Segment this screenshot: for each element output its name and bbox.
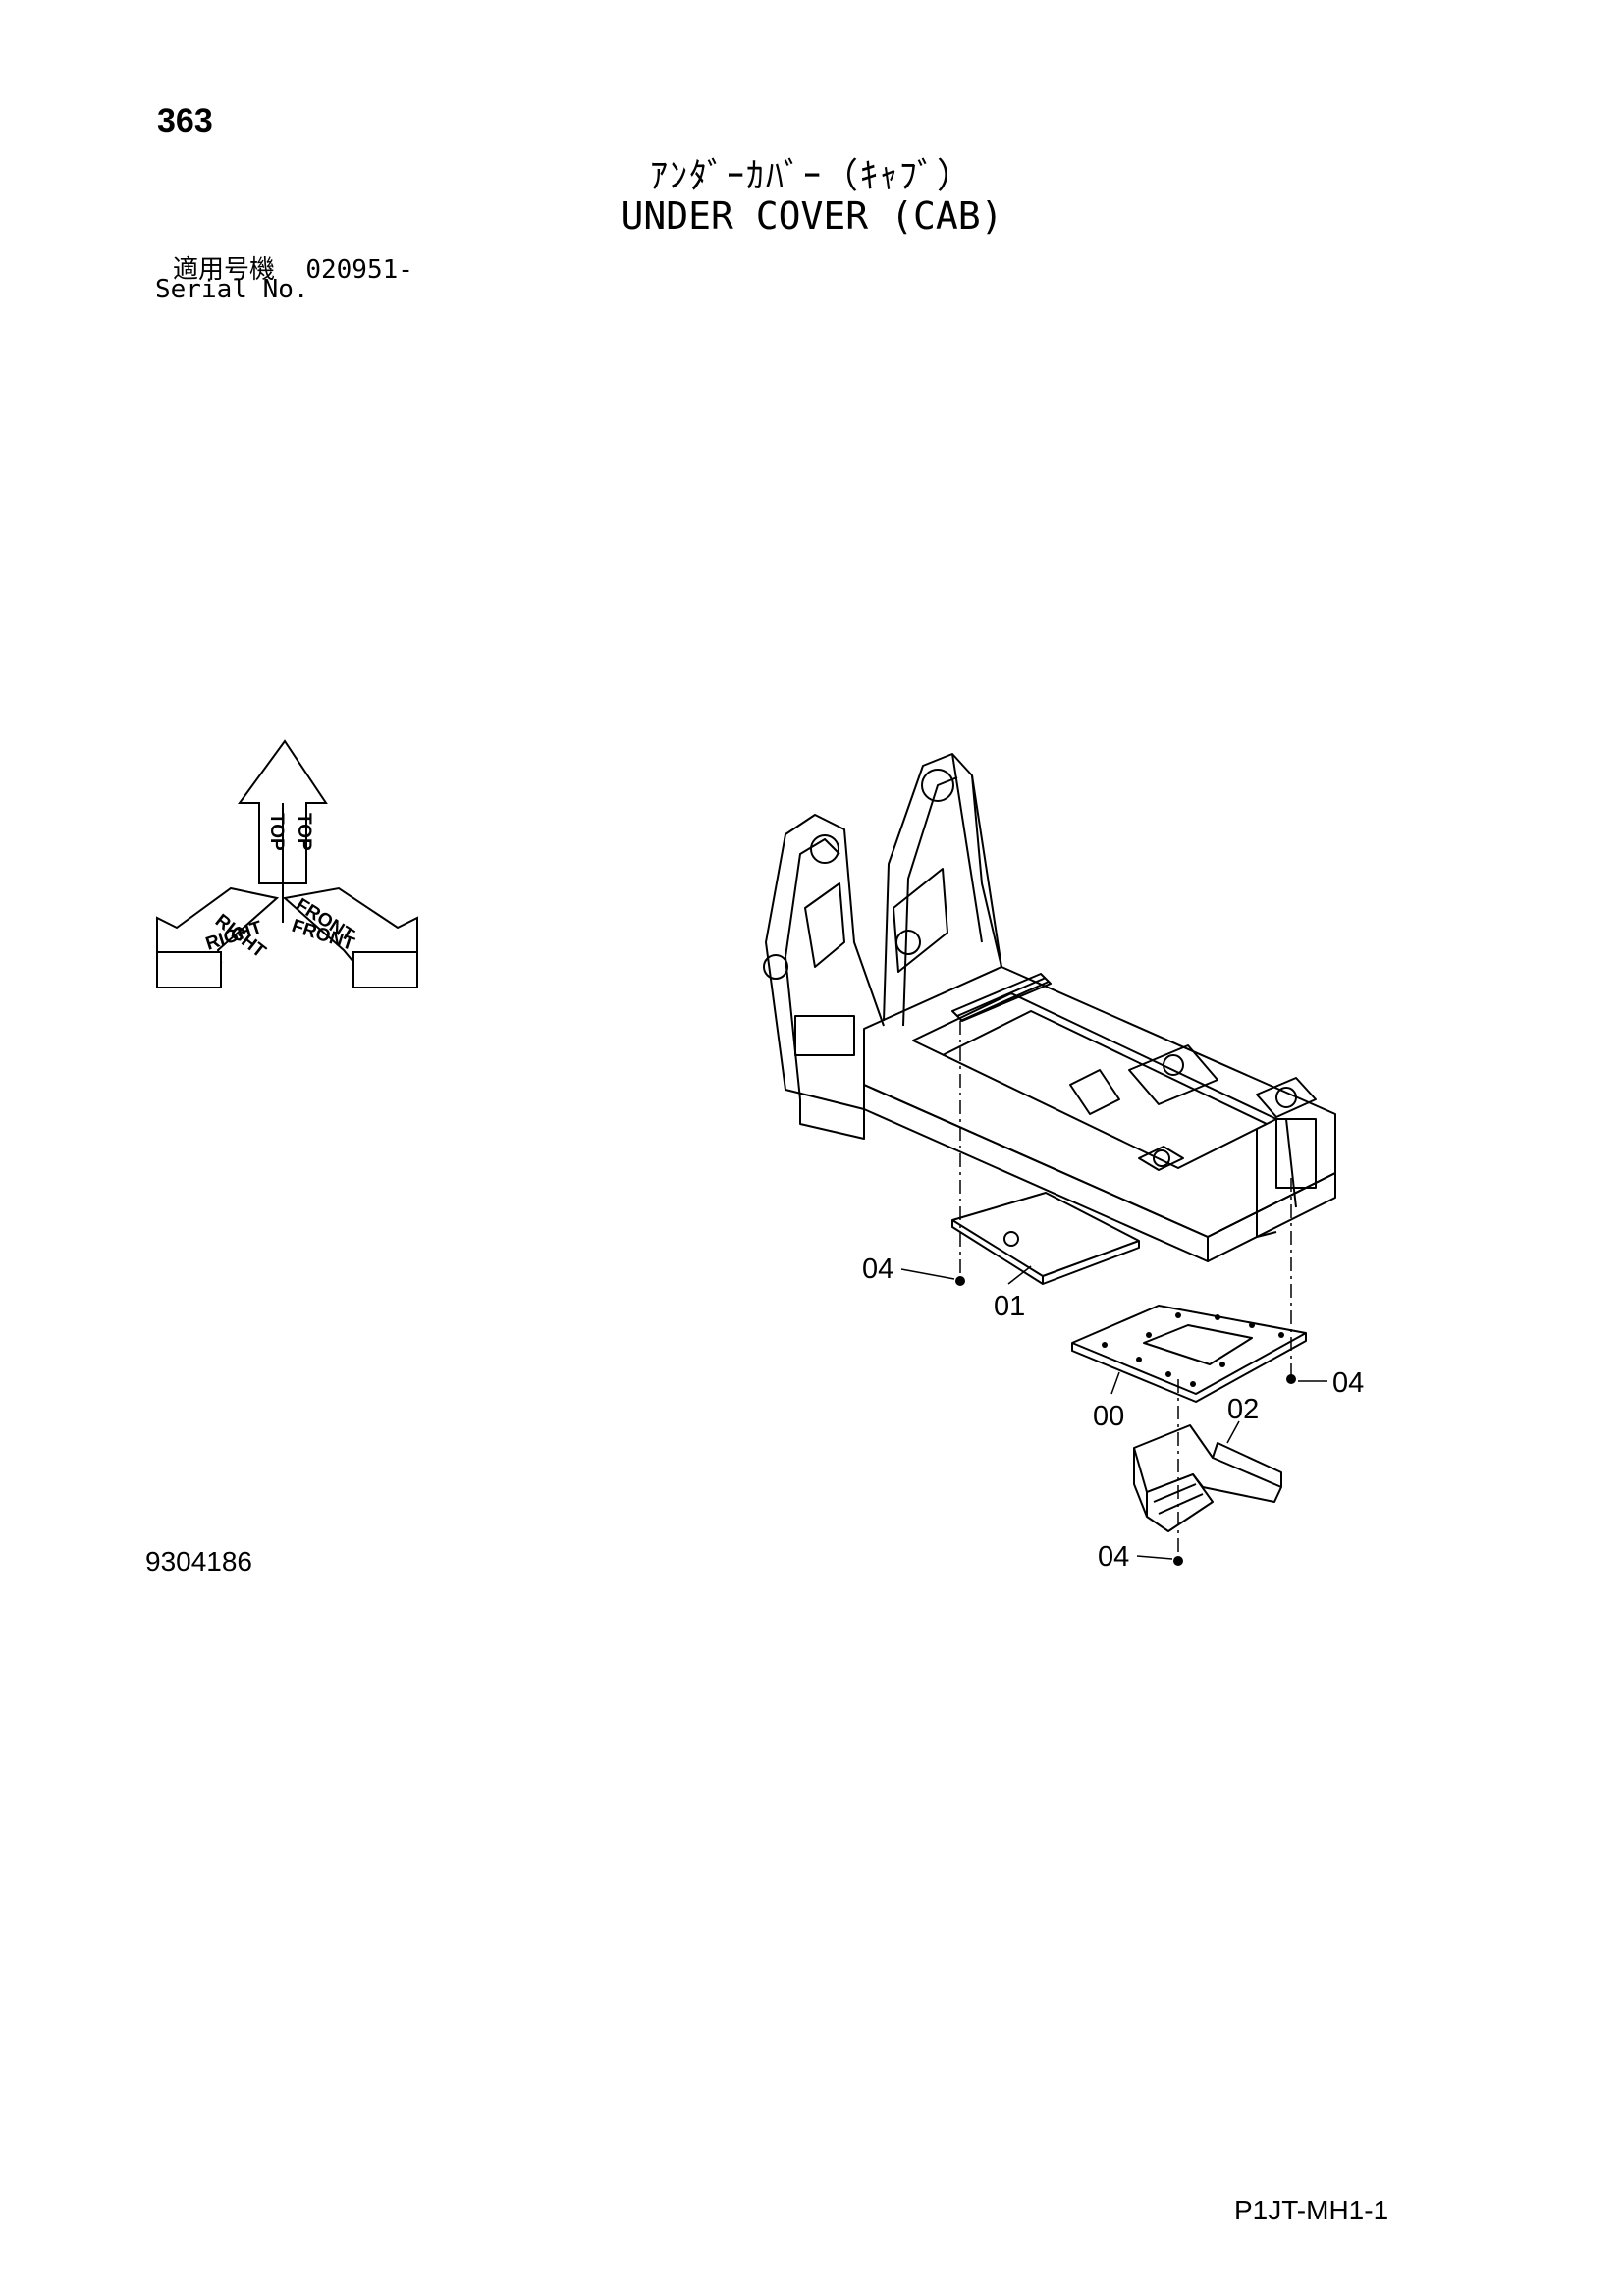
callout-00: 00 (1093, 1401, 1124, 1432)
orientation-indicator (156, 739, 418, 988)
illustration-number: 9304186 (145, 1546, 253, 1576)
title-japanese: ｱﾝﾀﾞｰｶﾊﾞｰ（ｷｬﾌﾞ） (649, 156, 974, 196)
label-top-right: TOP (294, 813, 314, 851)
callout-leaders (900, 1265, 1327, 1560)
document-code: P1JT-MH1-1 (1234, 2195, 1389, 2225)
callout-04-bottom: 04 (1098, 1541, 1129, 1573)
page-number: 363 (157, 102, 213, 139)
serial-label-en: Serial No. (155, 275, 309, 304)
callout-04-left: 04 (862, 1254, 893, 1285)
under-cover-00 (1071, 1305, 1307, 1403)
label-top-left: TOP (266, 813, 287, 851)
under-cover-01 (951, 1192, 1140, 1285)
leader-lines (959, 1021, 1292, 1561)
bolt-04-right (1286, 1374, 1296, 1384)
cab-frame-drawing (763, 753, 1336, 1262)
title-english: UNDER COVER (CAB) (621, 194, 1003, 238)
serial-label-jp: 適用号機 (173, 255, 276, 285)
callout-01: 01 (994, 1291, 1025, 1322)
bolt-04-bottom (1173, 1556, 1183, 1566)
bolt-04-left (955, 1276, 965, 1286)
under-cover-02 (1133, 1424, 1282, 1532)
serial-value: 020951- (305, 255, 413, 285)
callout-04-right: 04 (1332, 1367, 1364, 1399)
serial-row: 適用号機 020951- (173, 249, 413, 286)
callout-02: 02 (1227, 1394, 1259, 1425)
